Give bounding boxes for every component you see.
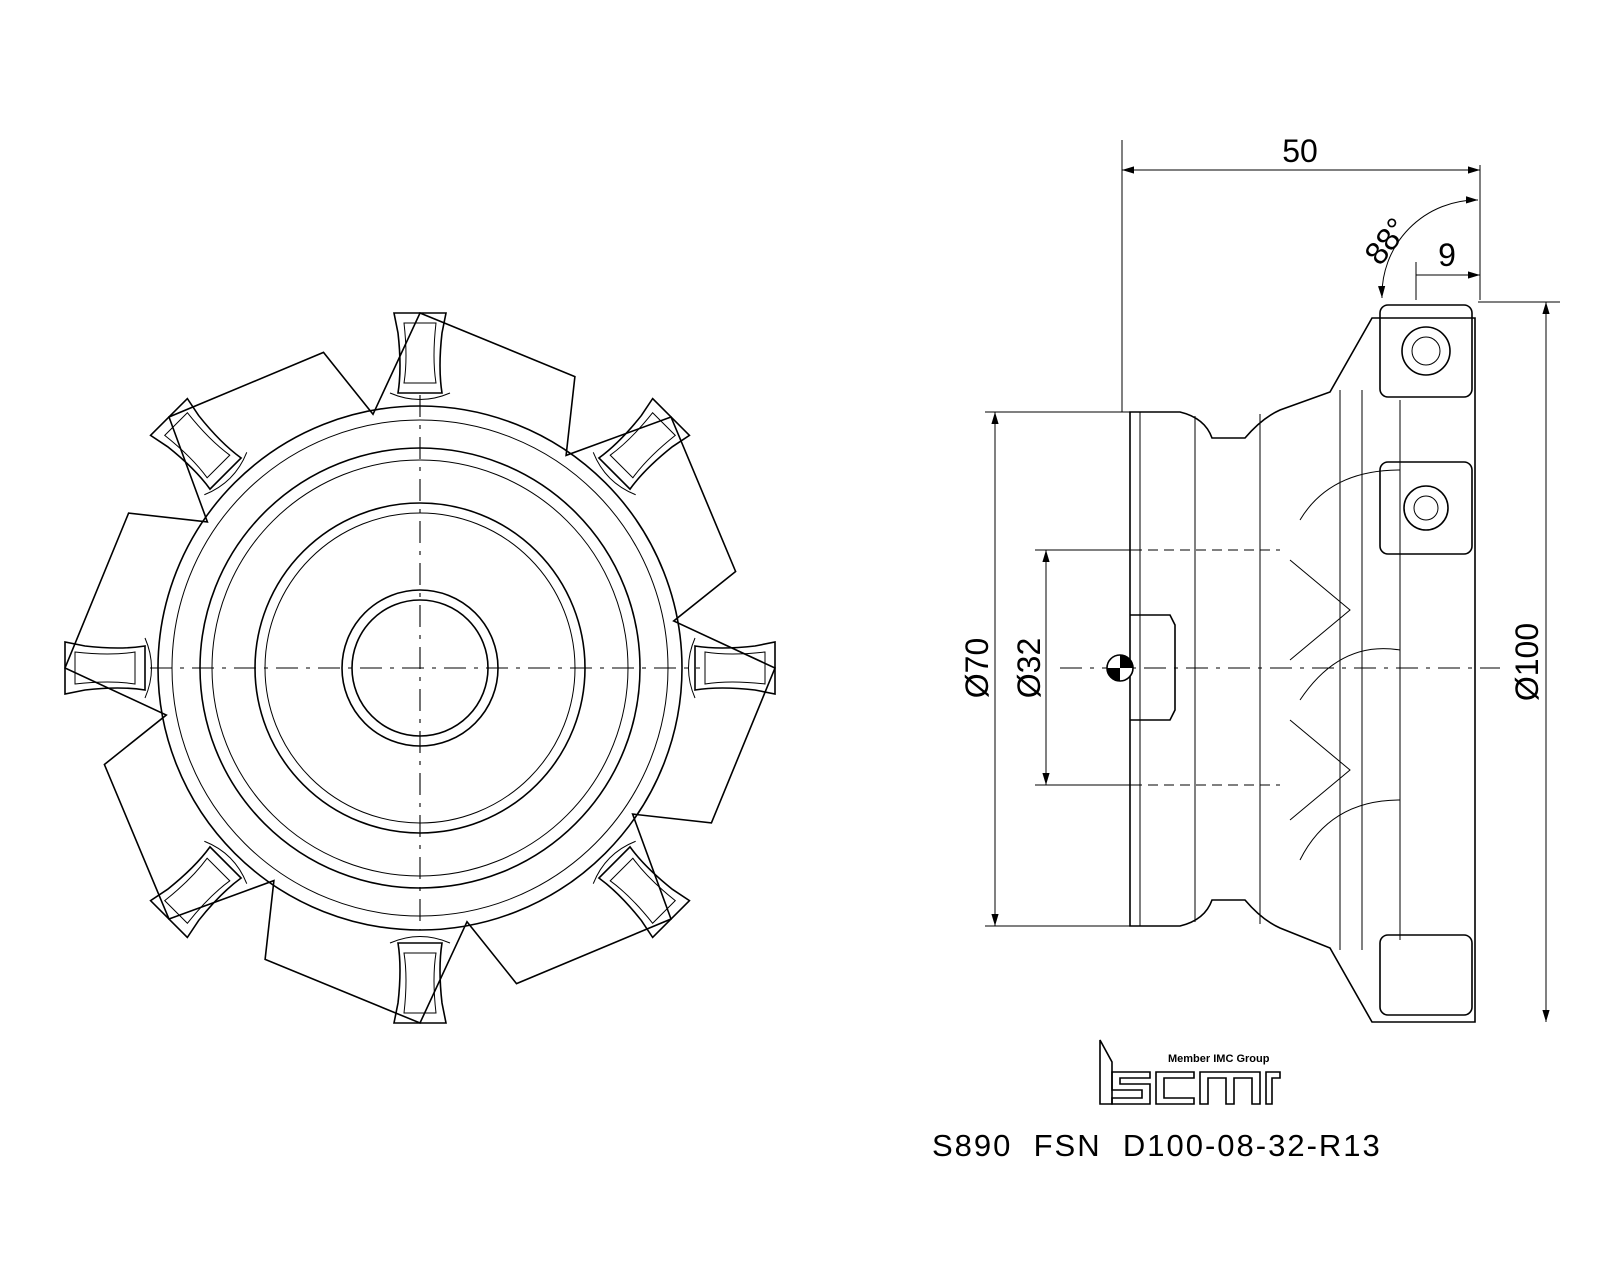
front-view — [63, 311, 777, 1025]
chip-pocket-2 — [1289, 559, 1351, 821]
insert-upper — [1379, 461, 1473, 555]
iscar-logo: Member IMC Group — [1099, 1039, 1281, 1105]
dim-9-label: 9 — [1438, 237, 1456, 273]
tooth-insert-5 — [389, 936, 451, 1024]
dim-70-label: Ø70 — [959, 638, 995, 698]
chip-pocket-1 — [1299, 469, 1401, 861]
dim-88-arc — [1378, 196, 1479, 299]
model-code: S890 FSN D100-08-32-R13 — [932, 1128, 1382, 1163]
dim-32-label: Ø32 — [1011, 638, 1047, 698]
tooth-insert-4 — [592, 840, 691, 939]
side-view: 50 88° 9 Ø100 Ø70 Ø32 — [959, 133, 1560, 1023]
center-mark-fill-2 — [1107, 668, 1120, 681]
tooth-insert-2 — [592, 397, 691, 496]
member-imc-text: Member IMC Group — [1168, 1053, 1270, 1065]
tooth-insert-3 — [688, 637, 776, 699]
tooth-insert-1 — [389, 312, 451, 400]
cutter-teeth — [63, 311, 777, 1025]
dim-100-label: Ø100 — [1509, 623, 1545, 701]
hub-outline — [1129, 317, 1476, 1023]
tooth-insert-7 — [64, 637, 152, 699]
dim-50-label: 50 — [1282, 133, 1318, 169]
tooth-insert-6 — [149, 840, 248, 939]
center-mark-fill-1 — [1120, 655, 1133, 668]
insert-top — [1379, 304, 1473, 398]
insert-lower — [1379, 934, 1473, 1016]
iscar-wordmark-graphic — [1099, 1039, 1281, 1105]
tooth-insert-8 — [149, 397, 248, 496]
dim-88-label: 88° — [1357, 211, 1415, 271]
